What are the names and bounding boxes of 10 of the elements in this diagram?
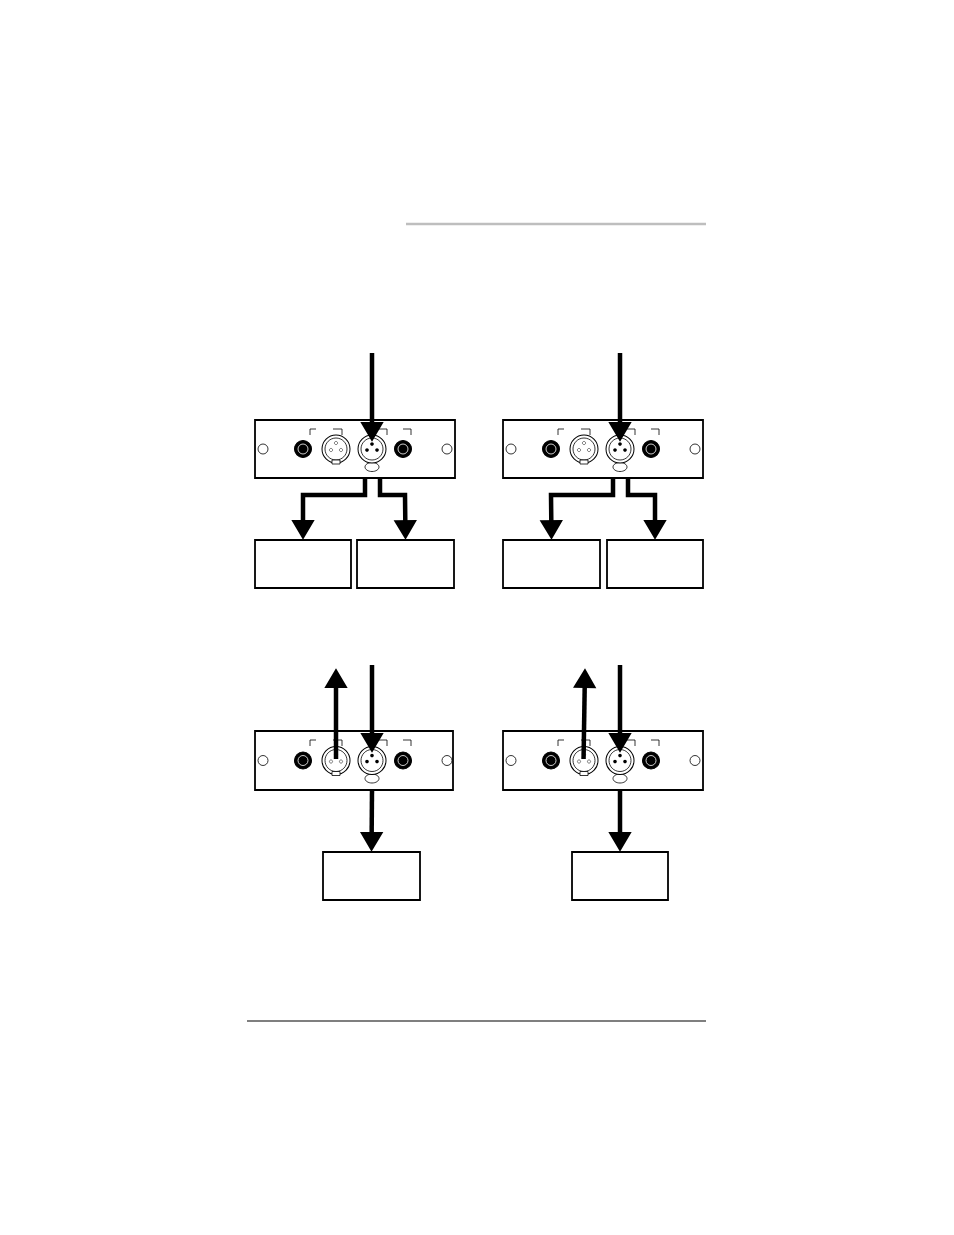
device-box xyxy=(254,539,352,589)
device-box xyxy=(322,851,421,901)
panel-drawing xyxy=(254,730,454,791)
panel-drawing xyxy=(254,419,456,479)
device-box xyxy=(606,539,704,589)
device-box xyxy=(356,539,455,589)
device-box xyxy=(502,539,601,589)
panel-drawing xyxy=(502,419,704,479)
device-box xyxy=(571,851,669,901)
panel-drawing xyxy=(502,730,704,791)
